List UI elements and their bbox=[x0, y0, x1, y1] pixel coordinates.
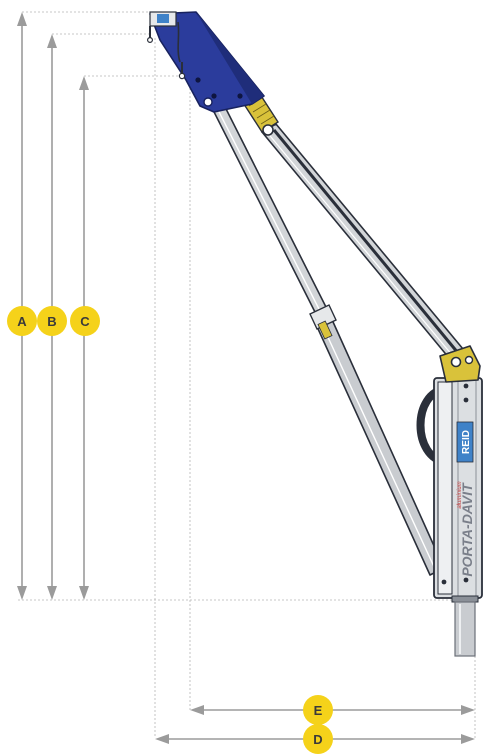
mast: REID PORTA-DAVIT aluminium bbox=[416, 345, 483, 657]
arrow-e-head-left bbox=[190, 705, 204, 715]
boom-head-pivot-pin bbox=[203, 97, 213, 107]
dimension-label-b: B bbox=[47, 314, 56, 329]
mast-badge bbox=[456, 421, 474, 463]
dimension-label-e: E bbox=[314, 703, 323, 718]
arrow-c-head-bottom bbox=[79, 586, 89, 600]
arrow-d-head-right bbox=[461, 734, 475, 744]
arrow-b-head-bottom bbox=[47, 586, 57, 600]
mast-foot-socket bbox=[454, 601, 476, 657]
mast-bolt-1 bbox=[463, 383, 469, 389]
guide-lines bbox=[18, 11, 476, 740]
dimension-badge-b: B bbox=[37, 306, 67, 336]
boom-head bbox=[147, 11, 265, 113]
support-strut-yellow-marker bbox=[317, 320, 333, 340]
support-strut-collar bbox=[309, 304, 337, 330]
dimension-label-a: A bbox=[17, 314, 27, 329]
support-strut-upper-highlight bbox=[210, 95, 323, 316]
dimension-badges: A B C E D bbox=[7, 306, 333, 754]
support-strut bbox=[205, 90, 445, 576]
support-strut-lower-highlight bbox=[319, 319, 437, 572]
mast-top-pin-1 bbox=[450, 356, 462, 368]
dimension-label-c: C bbox=[80, 314, 90, 329]
dimension-badge-e: E bbox=[303, 695, 333, 725]
dimension-badge-c: C bbox=[70, 306, 100, 336]
dimension-badge-d: D bbox=[303, 724, 333, 754]
vertical-dimension-arrows bbox=[17, 12, 89, 600]
dimension-badge-a: A bbox=[7, 306, 37, 336]
mast-front-channel bbox=[437, 381, 453, 595]
mast-logo-sublabel: aluminium bbox=[457, 481, 463, 508]
mast-badge-text: REID bbox=[461, 430, 472, 454]
mast-bolt-4 bbox=[441, 579, 447, 585]
upper-boom-dark-band bbox=[272, 129, 465, 360]
arrow-a-head-top bbox=[17, 12, 27, 26]
mast-bolt-2 bbox=[463, 397, 469, 403]
boom-head-bolt-3 bbox=[237, 93, 243, 99]
arrow-c-head-top bbox=[79, 76, 89, 90]
upper-boom-highlight bbox=[265, 130, 458, 362]
arrow-e-head-right bbox=[461, 705, 475, 715]
dimension-label-d: D bbox=[313, 732, 322, 747]
mast-bolt-3 bbox=[463, 577, 469, 583]
boom-tip-pulley bbox=[178, 72, 186, 80]
mast-logo-text: PORTA-DAVIT bbox=[459, 482, 475, 577]
arrow-d-head-left bbox=[155, 734, 169, 744]
boom-head-bolt-2 bbox=[211, 93, 217, 99]
boom-head-shadow bbox=[196, 12, 264, 104]
mast-top-pin-2 bbox=[464, 355, 474, 365]
arrow-a-head-bottom bbox=[17, 586, 27, 600]
boom-tip-hook-eye bbox=[147, 36, 154, 43]
boom-tip-hook-wire bbox=[177, 21, 181, 63]
mast-foot-collar bbox=[451, 595, 479, 603]
arrow-b-head-top bbox=[47, 34, 57, 48]
boom-tip-badge bbox=[157, 14, 169, 23]
davit-illustration: REID PORTA-DAVIT aluminium bbox=[147, 11, 483, 657]
upper-boom-pivot-pin bbox=[262, 124, 274, 136]
boom-head-bolt-1 bbox=[195, 77, 201, 83]
